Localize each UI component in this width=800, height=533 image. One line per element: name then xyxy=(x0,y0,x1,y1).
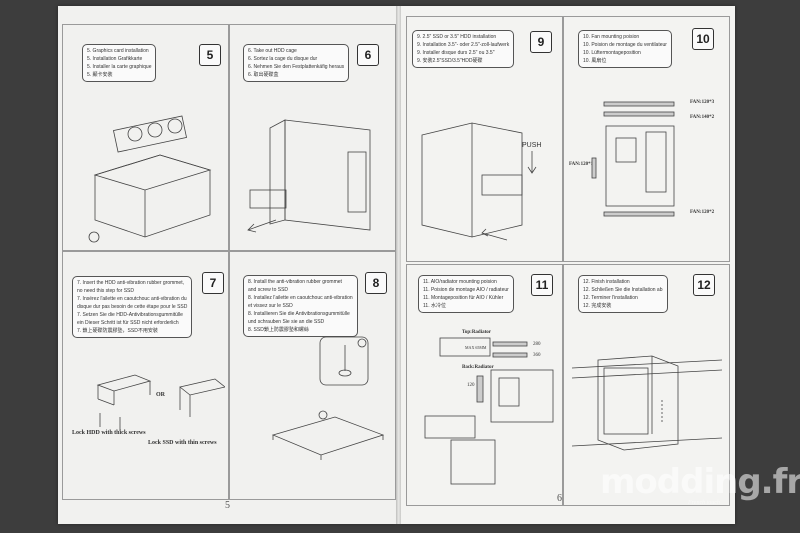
step-5-cell xyxy=(62,24,230,252)
fan-label-mid: FAN:140*2 xyxy=(690,115,715,120)
watermark-tagline: French touch xyxy=(688,500,720,506)
step-6-cell xyxy=(228,24,396,252)
back-radiator-title: Back:Radiator xyxy=(462,365,494,370)
fan-label-top: FAN:120*3 xyxy=(690,100,715,105)
drive-install-illustration xyxy=(421,122,537,241)
step-7-text: 7. Insert the HDD anti-vibration rubber … xyxy=(72,276,193,338)
radiator-max: MAX 65MM xyxy=(465,345,487,350)
step-8-text: 8. Install the anti-vibration rubber gro… xyxy=(243,275,358,337)
step-7-cell xyxy=(62,250,230,500)
step-9-number: 9 xyxy=(530,31,552,53)
step-8-cell xyxy=(228,250,396,500)
step-6-number: 6 xyxy=(357,44,379,66)
left-page-number: 5 xyxy=(225,500,230,511)
step-9-cell xyxy=(406,16,564,262)
hdd-cage-illustration xyxy=(247,119,371,233)
radiator-size-120: 120 xyxy=(467,383,475,388)
push-label: PUSH xyxy=(522,142,542,149)
ssd-grommet-illustration xyxy=(271,336,385,460)
left-page xyxy=(58,6,396,524)
or-caption: OR xyxy=(156,392,165,398)
hdd-ssd-tray-illustration xyxy=(96,374,225,431)
fan-label-side: FAN:120*1 xyxy=(569,162,594,167)
graphics-card-illustration xyxy=(88,115,212,243)
page-fold xyxy=(396,6,401,524)
step-12-cell xyxy=(562,264,730,506)
step-8-number: 8 xyxy=(365,272,387,294)
watermark-logo: modding.fr xyxy=(600,462,800,502)
radiator-size-280: 280 xyxy=(533,342,541,347)
radiator-position-illustration xyxy=(424,337,554,485)
ssd-caption: Lock SSD with thin screws xyxy=(148,440,217,446)
right-page-number: 6 xyxy=(557,493,562,504)
step-10-number: 10 xyxy=(692,28,714,50)
step-7-number: 7 xyxy=(202,272,224,294)
fan-position-illustration xyxy=(591,101,675,217)
step-10-cell xyxy=(562,16,730,262)
step-11-number: 11 xyxy=(531,274,553,296)
step-11-cell xyxy=(406,264,564,506)
fan-label-bottom: FAN:120*2 xyxy=(690,210,715,215)
hdd-caption: Lock HDD with thick screws xyxy=(72,430,146,436)
finished-case-illustration xyxy=(572,355,722,451)
step-5-number: 5 xyxy=(199,44,221,66)
step-12-number: 12 xyxy=(693,274,715,296)
radiator-size-360: 360 xyxy=(533,353,541,358)
top-radiator-title: Top:Radiator xyxy=(462,330,491,335)
